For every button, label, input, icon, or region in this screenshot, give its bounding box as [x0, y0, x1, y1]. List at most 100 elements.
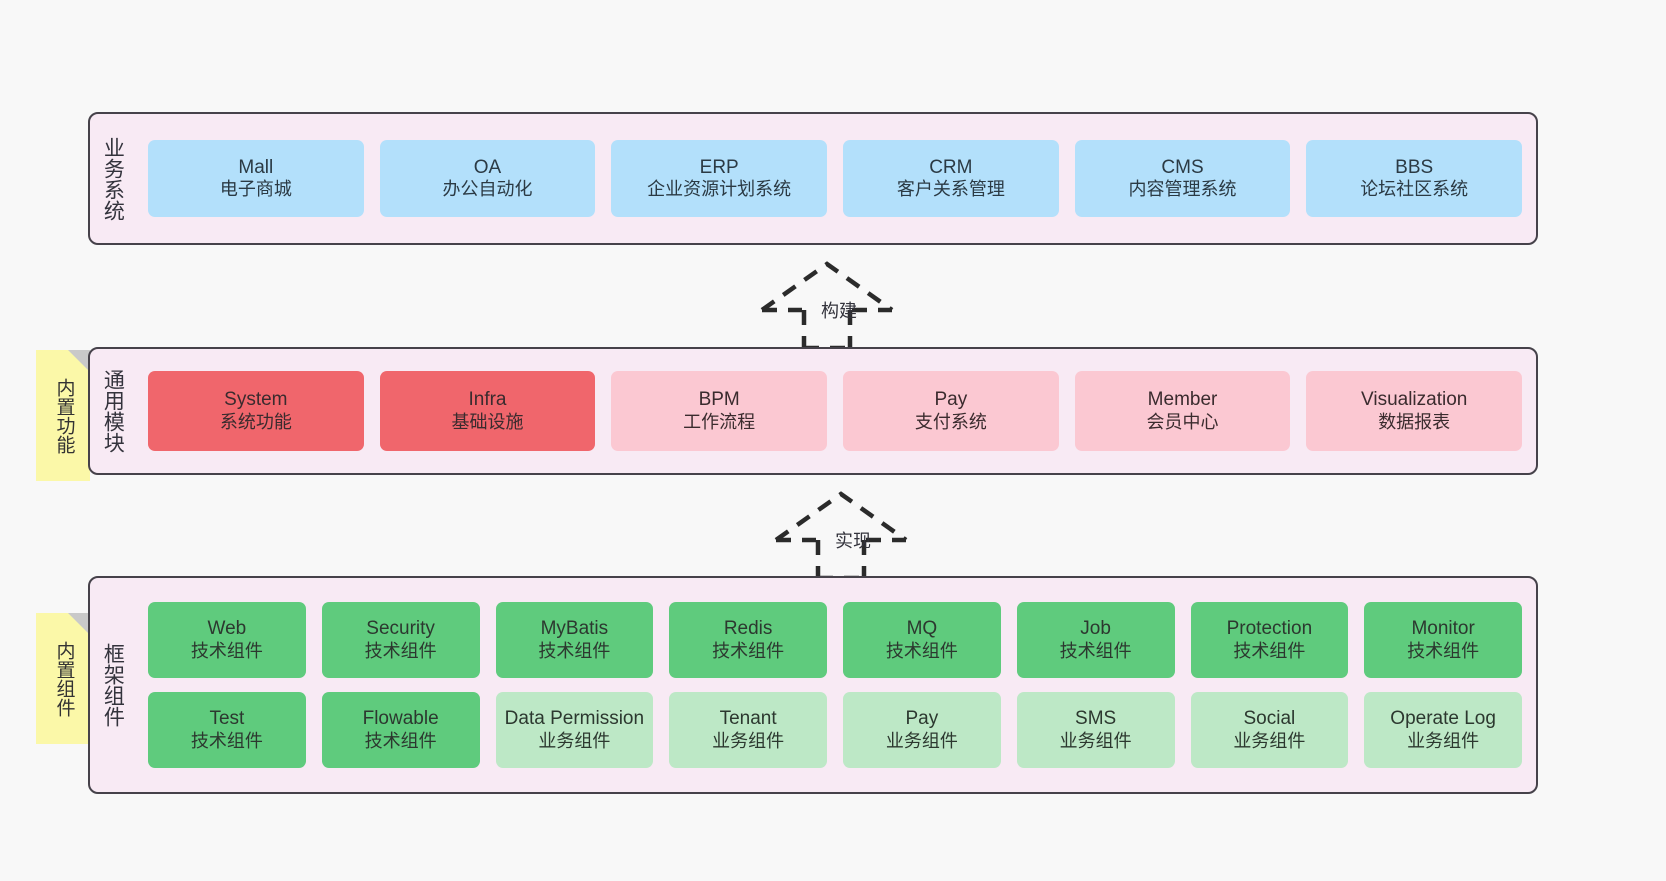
module-bbs-name: BBS: [1395, 156, 1434, 178]
component-operate-log[interactable]: Operate Log 业务组件: [1364, 692, 1522, 768]
component-tenant[interactable]: Tenant 业务组件: [669, 692, 827, 768]
connector-implement: 实现: [766, 488, 916, 581]
module-cms[interactable]: CMS 内容管理系统: [1074, 140, 1291, 217]
module-bpm[interactable]: BPM 工作流程: [611, 371, 828, 451]
note-fold-corner-icon: [68, 613, 90, 635]
component-test[interactable]: Test 技术组件: [148, 692, 306, 768]
layer-common-body: System 系统功能 Infra 基础设施 BPM 工作流程 Pay 支付系统…: [134, 349, 1536, 473]
component-protection-name: Protection: [1226, 618, 1313, 640]
framework-row-business: Test 技术组件 Flowable 技术组件 Data Permission …: [148, 692, 1522, 768]
layer-common-modules: 通用模块 System 系统功能 Infra 基础设施 BPM 工作流程 Pay…: [88, 347, 1538, 475]
component-mq-desc: 技术组件: [885, 640, 958, 661]
component-mybatis[interactable]: MyBatis 技术组件: [495, 602, 654, 678]
component-pay-name: Pay: [905, 708, 939, 730]
connector-build-label: 构建: [821, 301, 857, 321]
component-test-desc: 技术组件: [190, 730, 263, 751]
module-infra-desc: 基础设施: [451, 411, 524, 432]
component-data-permission-desc: 业务组件: [538, 730, 611, 751]
component-data-permission[interactable]: Data Permission 业务组件: [495, 692, 654, 768]
component-security-name: Security: [366, 618, 435, 640]
component-pay[interactable]: Pay 业务组件: [843, 692, 1001, 768]
note-fold-corner-icon: [68, 350, 90, 372]
component-pay-desc: 业务组件: [885, 730, 958, 751]
sticky-note-builtin-component: 内置组件: [36, 613, 90, 744]
component-security-desc: 技术组件: [364, 640, 437, 661]
module-erp-desc: 企业资源计划系统: [647, 179, 792, 200]
component-tenant-name: Tenant: [719, 708, 777, 730]
component-web-name: Web: [207, 618, 247, 640]
framework-row-technical: Web 技术组件 Security 技术组件 MyBatis 技术组件 Redi…: [148, 602, 1522, 678]
component-monitor-desc: 技术组件: [1407, 640, 1480, 661]
component-social-name: Social: [1243, 708, 1296, 730]
component-sms-name: SMS: [1075, 708, 1117, 730]
module-mall[interactable]: Mall 电子商城: [148, 140, 364, 217]
module-crm[interactable]: CRM 客户关系管理: [843, 140, 1059, 217]
component-job[interactable]: Job 技术组件: [1016, 602, 1175, 678]
component-monitor[interactable]: Monitor 技术组件: [1364, 602, 1522, 678]
component-job-desc: 技术组件: [1059, 640, 1132, 661]
component-sms[interactable]: SMS 业务组件: [1016, 692, 1175, 768]
component-sms-desc: 业务组件: [1059, 730, 1132, 751]
layer-business-label: 业务系统: [101, 136, 125, 221]
module-crm-desc: 客户关系管理: [896, 179, 1005, 200]
module-member-desc: 会员中心: [1146, 411, 1219, 432]
module-bpm-name: BPM: [698, 389, 740, 411]
module-oa[interactable]: OA 办公自动化: [379, 140, 596, 217]
module-bbs[interactable]: BBS 论坛社区系统: [1306, 140, 1523, 217]
module-system[interactable]: System 系统功能: [148, 371, 364, 451]
component-tenant-desc: 业务组件: [712, 730, 785, 751]
component-job-name: Job: [1080, 618, 1111, 640]
layer-business-systems: 业务系统 Mall 电子商城 OA 办公自动化 ERP 企业资源计划系统 CRM…: [88, 112, 1538, 245]
component-flowable-desc: 技术组件: [364, 730, 437, 751]
module-bbs-desc: 论坛社区系统: [1360, 179, 1469, 200]
component-redis[interactable]: Redis 技术组件: [669, 602, 827, 678]
connector-build: 构建: [752, 258, 902, 351]
sticky-note-builtin-function-text: 内置功能: [53, 377, 75, 454]
component-web-desc: 技术组件: [190, 640, 263, 661]
layer-framework-body: Web 技术组件 Security 技术组件 MyBatis 技术组件 Redi…: [134, 578, 1536, 792]
module-erp-name: ERP: [699, 156, 739, 178]
component-web[interactable]: Web 技术组件: [148, 602, 306, 678]
module-visualization[interactable]: Visualization 数据报表: [1306, 371, 1523, 451]
component-social[interactable]: Social 业务组件: [1190, 692, 1349, 768]
component-protection[interactable]: Protection 技术组件: [1190, 602, 1349, 678]
module-infra-name: Infra: [468, 389, 507, 411]
sticky-note-builtin-component-text: 内置组件: [53, 640, 75, 717]
component-flowable-name: Flowable: [362, 708, 439, 730]
connector-implement-arrow: [774, 491, 908, 581]
module-cms-name: CMS: [1161, 156, 1204, 178]
component-protection-desc: 技术组件: [1233, 640, 1306, 661]
layer-common-label: 通用模块: [101, 369, 125, 453]
module-crm-name: CRM: [929, 156, 973, 178]
module-erp[interactable]: ERP 企业资源计划系统: [611, 140, 828, 217]
module-pay[interactable]: Pay 支付系统: [843, 371, 1059, 451]
module-visualization-name: Visualization: [1361, 389, 1468, 411]
connector-build-arrow: [760, 261, 894, 351]
component-mybatis-name: MyBatis: [540, 618, 609, 640]
module-oa-desc: 办公自动化: [442, 179, 533, 200]
component-mq[interactable]: MQ 技术组件: [843, 602, 1001, 678]
module-infra[interactable]: Infra 基础设施: [379, 371, 596, 451]
module-pay-name: Pay: [934, 389, 968, 411]
connector-implement-label: 实现: [835, 531, 871, 551]
module-member-name: Member: [1147, 389, 1218, 411]
component-test-name: Test: [209, 708, 245, 730]
module-member[interactable]: Member 会员中心: [1074, 371, 1291, 451]
module-mall-name: Mall: [238, 156, 274, 178]
module-mall-desc: 电子商城: [219, 179, 292, 200]
component-data-permission-name: Data Permission: [504, 708, 645, 730]
module-system-name: System: [224, 389, 288, 411]
component-mq-name: MQ: [906, 618, 938, 640]
layer-framework-label: 框架组件: [101, 643, 125, 727]
component-mybatis-desc: 技术组件: [538, 640, 611, 661]
module-visualization-desc: 数据报表: [1378, 411, 1451, 432]
component-operate-log-name: Operate Log: [1390, 708, 1496, 730]
layer-framework-components: 框架组件 Web 技术组件 Security 技术组件 MyBatis 技术组件…: [88, 576, 1538, 794]
module-cms-desc: 内容管理系统: [1128, 179, 1237, 200]
layer-business-body: Mall 电子商城 OA 办公自动化 ERP 企业资源计划系统 CRM 客户关系…: [134, 114, 1536, 243]
component-redis-desc: 技术组件: [712, 640, 785, 661]
module-pay-desc: 支付系统: [914, 411, 987, 432]
component-security[interactable]: Security 技术组件: [321, 602, 480, 678]
component-flowable[interactable]: Flowable 技术组件: [321, 692, 480, 768]
